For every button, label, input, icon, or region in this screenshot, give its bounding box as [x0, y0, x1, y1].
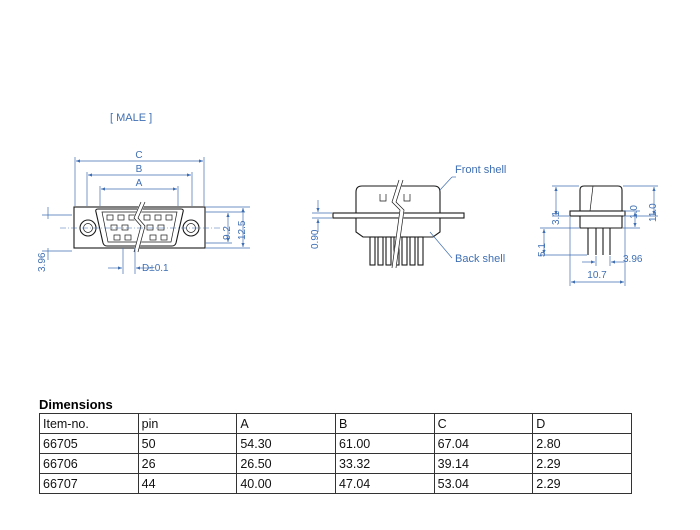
end-flange	[569, 210, 626, 217]
end-view: 1.0 11.0 3.1 5.1 3.96 10.7	[537, 185, 659, 286]
table-cell: 66707	[39, 473, 139, 494]
label-end-10: 1.0	[629, 205, 640, 219]
label-c: C	[135, 150, 142, 161]
header-cell: D	[532, 413, 632, 434]
end-pins	[587, 228, 611, 255]
table-cell: 66706	[39, 453, 139, 474]
label-front-h2: 12.5	[237, 220, 248, 240]
front-view: C B A 3.96 9.2	[37, 150, 250, 274]
dimensions-title: Dimensions	[39, 397, 113, 412]
table-cell: 67.04	[433, 433, 534, 454]
table-cell: 2.29	[532, 473, 632, 494]
header-cell: B	[334, 413, 435, 434]
callout-back-shell: Back shell	[455, 253, 505, 265]
end-back-shell	[579, 215, 623, 229]
side-view: Front shell Back shell 0.90	[310, 164, 506, 269]
male-heading: [ MALE ]	[110, 112, 152, 124]
callout-front-shell: Front shell	[455, 164, 506, 176]
table-cell: 2.80	[532, 433, 632, 454]
label-end-396: 3.96	[623, 254, 643, 265]
label-end-51: 5.1	[537, 243, 548, 257]
dimensions-section: Dimensions Item-no. pin A B C D 66705 50…	[39, 397, 634, 494]
table-cell: 39.14	[433, 453, 534, 474]
break-line-front	[133, 200, 146, 253]
label-d: D±0.1	[142, 263, 169, 274]
table-cell: 44	[137, 473, 238, 494]
dimensions-table: Item-no. pin A B C D 66705 50 54.30 61.0…	[39, 413, 632, 494]
header-cell: pin	[137, 413, 238, 434]
label-b: B	[136, 164, 143, 175]
table-cell: 47.04	[334, 473, 435, 494]
break-line-side	[391, 179, 405, 269]
d-sub-shell-outer	[95, 208, 184, 247]
header-cell: Item-no.	[39, 413, 139, 434]
table-cell: 2.29	[532, 453, 632, 474]
label-a: A	[136, 178, 143, 189]
label-side-h: 0.90	[310, 229, 321, 249]
table-header-row: Item-no. pin A B C D	[39, 413, 632, 434]
header-cell: A	[236, 413, 336, 434]
table-cell: 33.32	[334, 453, 435, 474]
end-shell-body	[579, 185, 623, 212]
connector-drawing: [ MALE ] C B A	[37, 112, 659, 286]
label-end-107: 10.7	[587, 270, 607, 281]
front-pin-array	[106, 214, 173, 241]
label-end-110: 11.0	[648, 203, 659, 222]
table-cell: 66705	[39, 433, 139, 454]
table-cell: 26	[137, 453, 238, 474]
table-row: 66706 26 26.50 33.32 39.14 2.29	[39, 453, 632, 474]
table-cell: 50	[137, 433, 238, 454]
table-cell: 54.30	[236, 433, 336, 454]
table-row: 66705 50 54.30 61.00 67.04 2.80	[39, 433, 632, 454]
label-front-offset: 3.96	[37, 252, 48, 272]
label-end-31: 3.1	[551, 211, 562, 225]
table-cell: 40.00	[236, 473, 336, 494]
table-cell: 61.00	[334, 433, 435, 454]
table-row: 66707 44 40.00 47.04 53.04 2.29	[39, 473, 632, 494]
table-cell: 53.04	[433, 473, 534, 494]
table-cell: 26.50	[236, 453, 336, 474]
header-cell: C	[433, 413, 534, 434]
label-front-h1: 9.2	[222, 226, 233, 240]
